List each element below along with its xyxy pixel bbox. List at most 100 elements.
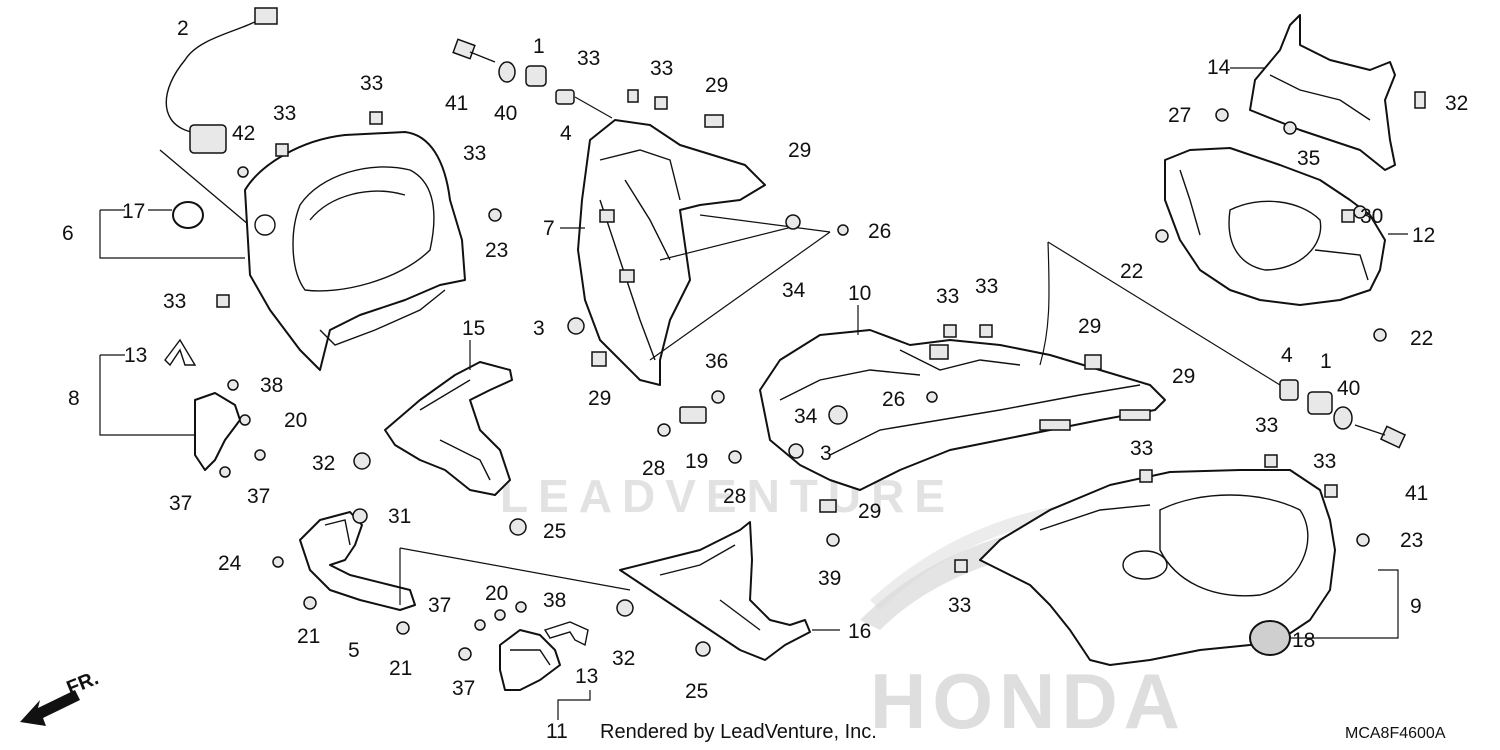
diagram-code: MCA8F4600A [1345,725,1446,742]
callout-11: 11 [546,720,568,743]
callout-37: 37 [169,492,192,515]
callout-33: 33 [273,102,296,125]
callout-9: 9 [1410,595,1422,618]
callout-37: 37 [428,594,451,617]
callout-34: 34 [794,405,818,428]
callout-13: 13 [124,344,147,367]
callout-4: 4 [1281,344,1293,367]
callout-10: 10 [848,282,871,305]
callout-37: 37 [452,677,475,700]
callout-30: 30 [1360,205,1383,228]
part-18-emblem [1249,620,1291,656]
callout-36: 36 [705,350,728,373]
callout-33: 33 [936,285,959,308]
callout-27: 27 [1168,104,1191,127]
part-15-bracket [384,361,513,496]
callout-29: 29 [588,387,611,410]
callout-12: 12 [1412,224,1435,247]
part-2-wire-socket [159,7,278,231]
callout-22: 22 [1120,260,1143,283]
callout-33: 33 [163,290,186,313]
callout-13: 13 [575,665,598,688]
callout-20: 20 [284,409,307,432]
part-7-inner-frame [577,119,766,386]
callout-33: 33 [577,47,600,70]
callout-20: 20 [485,582,508,605]
callout-21: 21 [389,657,412,680]
callout-16: 16 [848,620,871,643]
callout-33: 33 [360,72,383,95]
part-13-clip-right [543,621,589,647]
callout-29: 29 [858,500,881,523]
part-14-inner-cover [1249,14,1396,171]
callout-32: 32 [612,647,635,670]
callout-2: 2 [177,17,189,40]
callout-29: 29 [788,139,811,162]
callout-3: 3 [533,317,545,340]
callout-17: 17 [122,200,145,223]
callout-31: 31 [388,505,411,528]
callout-35: 35 [1297,147,1320,170]
callout-22: 22 [1410,327,1433,350]
callout-42: 42 [232,122,255,145]
callout-32: 32 [312,452,335,475]
front-label: FR. [64,667,102,699]
callout-25: 25 [685,680,708,703]
callout-33: 33 [463,142,486,165]
callout-29: 29 [705,74,728,97]
callout-33: 33 [1313,450,1336,473]
callout-28: 28 [642,457,665,480]
callout-41: 41 [1405,482,1428,505]
callout-1: 1 [1320,350,1332,373]
callout-6: 6 [62,222,74,245]
callout-26: 26 [868,220,891,243]
callout-37: 37 [247,485,270,508]
callout-28: 28 [723,485,746,508]
callout-14: 14 [1207,56,1231,79]
callout-7: 7 [543,217,555,240]
callout-33: 33 [948,594,971,617]
callout-33: 33 [650,57,673,80]
leader-lines [99,67,1408,720]
footer-credit: Rendered by LeadVenture, Inc. [600,721,877,743]
part-8-side-bracket [194,392,241,471]
callout-15: 15 [462,317,485,340]
callout-8: 8 [68,387,80,410]
callout-33: 33 [1255,414,1278,437]
callout-23: 23 [1400,529,1423,552]
callout-labels: 2 42 33 33 33 17 6 23 33 41 40 1 4 33 33… [62,17,1468,743]
callout-40: 40 [1337,377,1360,400]
part-10-inner-panel [759,329,1166,491]
hardware-fasteners [216,38,1426,661]
part-6-inner-panel [244,131,466,371]
callout-24: 24 [218,552,242,575]
callout-38: 38 [543,589,566,612]
part-12-upper-cover [1164,147,1386,306]
callout-40: 40 [494,102,517,125]
callout-34: 34 [782,279,806,302]
callout-1: 1 [533,35,545,58]
part-16-lower-cover [619,521,811,661]
callout-5: 5 [348,639,360,662]
callout-26: 26 [882,388,905,411]
part-17-cap [172,201,204,229]
callout-39: 39 [818,567,841,590]
callout-33: 33 [975,275,998,298]
callout-4: 4 [560,122,572,145]
callout-3: 3 [820,442,832,465]
part-13-clip-left [164,338,197,367]
callout-21: 21 [297,625,320,648]
callout-41: 41 [445,92,468,115]
front-direction-arrow [20,690,80,726]
callout-23: 23 [485,239,508,262]
callout-25: 25 [543,520,566,543]
callout-29: 29 [1172,365,1195,388]
callout-38: 38 [260,374,283,397]
callout-33: 33 [1130,437,1153,460]
callout-29: 29 [1078,315,1101,338]
part-11-small-panel [499,629,561,691]
honda-watermark: HONDA [870,657,1186,745]
callout-19: 19 [685,450,708,473]
callout-18: 18 [1292,629,1315,652]
